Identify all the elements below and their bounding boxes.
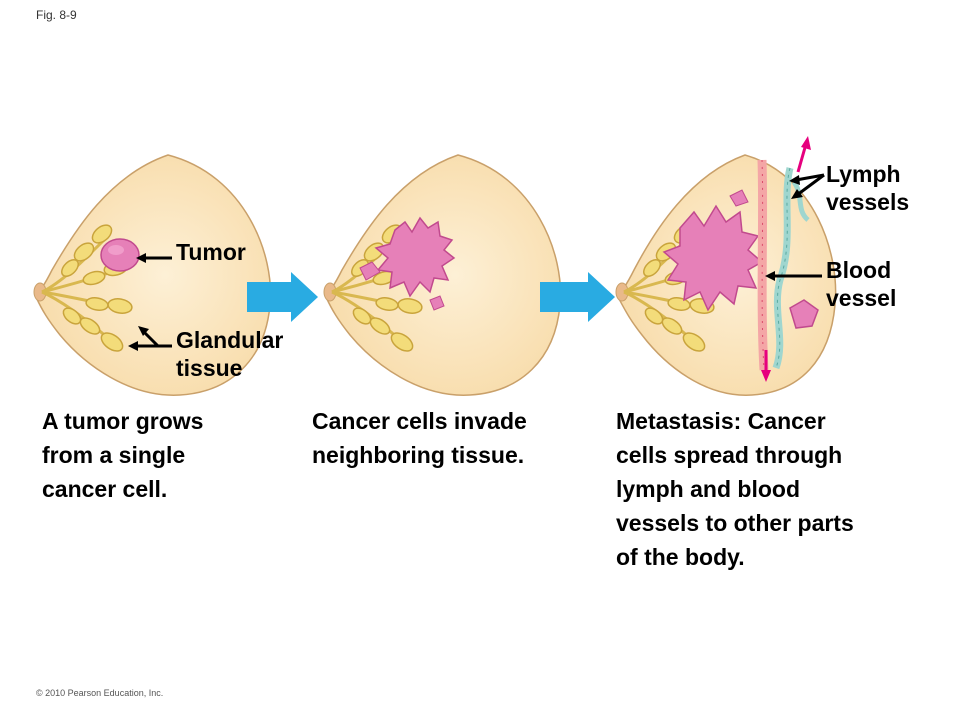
blood-pointer [765,271,822,281]
caption-step-3-line: lymph and blood [616,476,800,502]
copyright-notice: © 2010 Pearson Education, Inc. [36,688,164,698]
blood-line-1: Blood [826,257,892,283]
invading-tumor [359,216,456,311]
caption-step-1-line: from a single [42,442,186,468]
glandular-pointer [128,326,172,351]
caption-step-3-line: Metastasis: Cancer [616,408,826,434]
breast-illustration-1 [33,154,272,396]
tumor-label: Tumor [176,239,246,265]
flow-arrow-1 [247,272,318,322]
caption-step-3: Metastasis: Cancer cells spread through … [616,404,854,574]
spread-arrow-down [761,350,771,382]
breast-illustration-2 [323,154,562,396]
figure-label: Fig. 8-9 [36,8,77,22]
lymph-pointer [789,173,825,199]
caption-step-2-line: Cancer cells invade [312,408,527,434]
caption-step-1: A tumor grows from a single cancer cell. [42,404,203,506]
metastatic-tumor [662,189,819,329]
caption-step-3-line: vessels to other parts [616,510,854,536]
breast-illustration-3 [615,136,837,396]
blood-vessel [757,159,769,371]
lymph-line-2: vessels [826,189,910,215]
lymph-vessels-label: Lymph vessels [826,160,909,216]
blood-vessel-label: Blood vessel [826,256,896,312]
lymph-vessels [772,167,810,370]
glandular-tissue-label: Glandular tissue [176,326,283,382]
lymph-line-1: Lymph [826,161,901,187]
caption-step-1-line: A tumor grows [42,408,204,434]
caption-step-1-line: cancer cell. [42,476,168,502]
caption-step-2: Cancer cells invade neighboring tissue. [312,404,527,472]
caption-step-2-line: neighboring tissue. [312,442,525,468]
blood-line-2: vessel [826,285,897,311]
tumor-mass [100,238,140,272]
tumor-pointer [136,253,172,263]
caption-step-3-line: of the body. [616,544,745,570]
spread-arrow-up [796,136,811,173]
caption-step-3-line: cells spread through [616,442,843,468]
glandular-line-2: tissue [176,355,243,381]
flow-arrow-2 [540,272,615,322]
glandular-line-1: Glandular [176,327,284,353]
